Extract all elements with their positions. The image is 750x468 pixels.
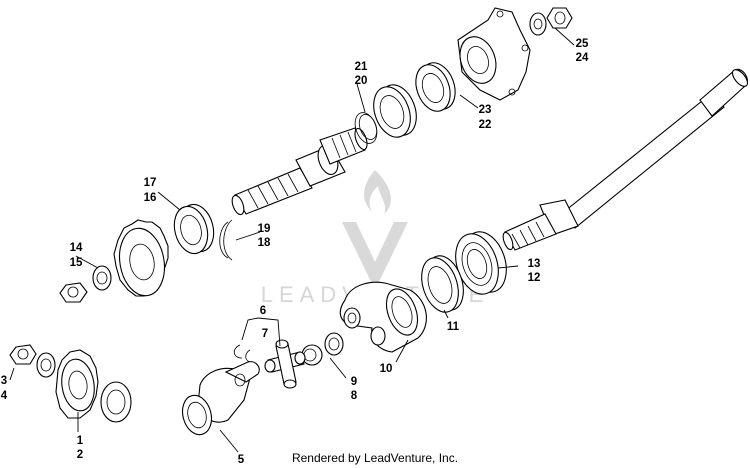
u-joint-cap-and-washer — [301, 332, 344, 366]
callout-19: 19 — [258, 223, 271, 235]
bearing-16 — [173, 203, 215, 255]
callout-7: 7 — [262, 328, 268, 340]
bearing-large — [455, 231, 507, 295]
callout-24: 24 — [576, 52, 589, 64]
seal-22 — [415, 62, 456, 112]
leader-lines — [9, 27, 575, 453]
callout-10: 10 — [380, 363, 393, 375]
callout-16: 16 — [144, 192, 157, 204]
pinion-shaft — [231, 127, 368, 216]
callout-1: 1 — [77, 435, 84, 447]
callout-2: 2 — [77, 449, 83, 461]
callout-12: 12 — [528, 272, 541, 284]
callout-6: 6 — [260, 305, 266, 317]
render-credit: Rendered by LeadVenture, Inc. — [291, 451, 459, 465]
hub-washer-and-nut — [529, 7, 573, 36]
u-joint-cross — [233, 339, 306, 389]
callout-3: 3 — [1, 375, 7, 387]
seal-ring — [421, 255, 464, 313]
callout-25: 25 — [576, 38, 589, 50]
callout-23: 23 — [479, 104, 492, 116]
callout-9: 9 — [351, 376, 357, 388]
callout-13: 13 — [528, 258, 541, 270]
callout-21: 21 — [355, 61, 368, 73]
callout-8: 8 — [351, 390, 358, 402]
callout-labels: 1 2 3 4 5 6 7 8 9 10 11 12 13 14 15 16 1… — [1, 38, 589, 466]
bearing-22 — [373, 84, 417, 138]
axle-shaft — [502, 68, 749, 251]
bevel-gear-upper — [113, 219, 169, 297]
callout-20: 20 — [355, 75, 368, 87]
callout-22: 22 — [479, 119, 492, 131]
callout-18: 18 — [258, 237, 271, 249]
callout-4: 4 — [1, 390, 8, 402]
ring-gear-lower — [55, 349, 132, 423]
u-joint-yoke-5 — [181, 361, 260, 436]
u-joint-yoke-10 — [339, 281, 427, 353]
washer-15-nut-14 — [59, 265, 112, 303]
hub-flange — [457, 7, 531, 101]
washer-4-nut-3 — [9, 344, 56, 378]
snap-ring-20 — [354, 112, 378, 144]
snap-ring-18 — [219, 219, 233, 261]
callout-17: 17 — [144, 177, 157, 189]
callout-14: 14 — [70, 242, 83, 254]
callout-11: 11 — [447, 321, 460, 333]
callout-15: 15 — [70, 257, 83, 269]
callout-5: 5 — [238, 454, 245, 466]
